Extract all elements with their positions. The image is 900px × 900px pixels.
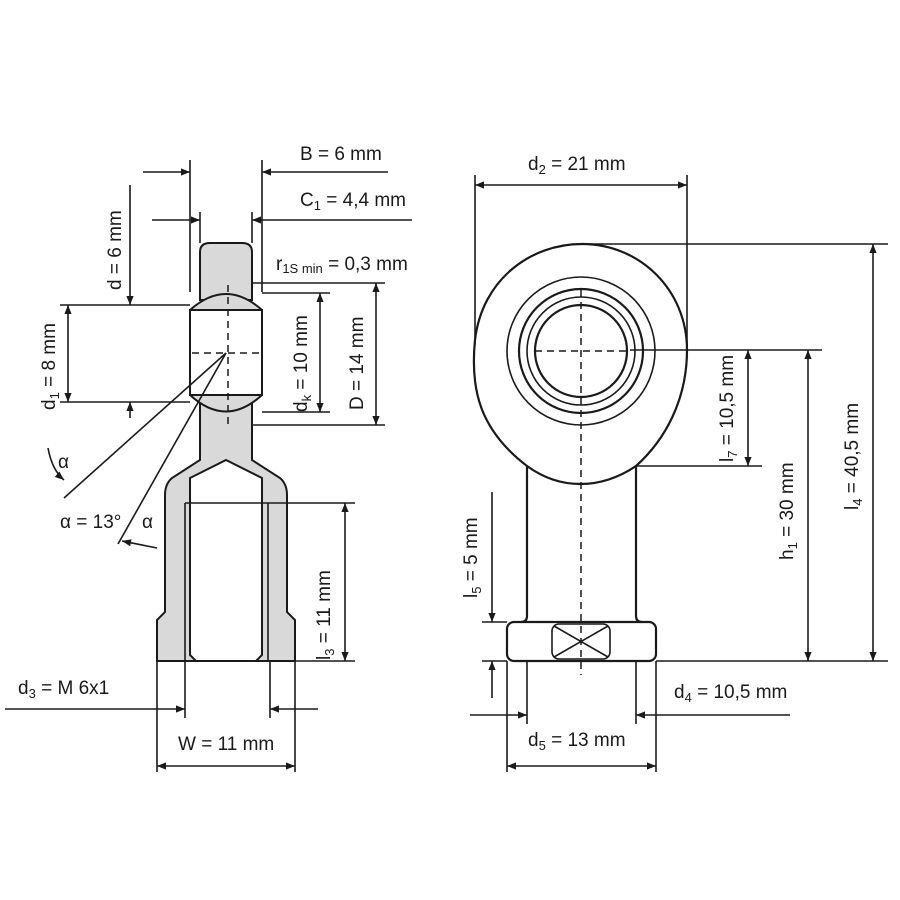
label-C1: C1 = 4,4 mm — [300, 190, 406, 213]
label-D: D = 14 mm — [347, 317, 368, 410]
front-view: d2 = 21 mm l7 = 10,5 mm h1 = 30 mm l4 = … — [461, 154, 888, 772]
label-d: d = 6 mm — [105, 210, 126, 290]
ball-bore — [189, 309, 263, 396]
label-r1s-min: r1S min = 0,3 mm — [276, 254, 408, 276]
label-d2: d2 = 21 mm — [528, 154, 626, 177]
label-B: B = 6 mm — [300, 144, 382, 165]
housing-knob — [199, 242, 253, 301]
label-alpha-2: α — [142, 512, 153, 533]
label-l7: l7 = 10,5 mm — [717, 355, 740, 462]
label-alpha: α — [58, 452, 69, 473]
label-l4: l4 = 40,5 mm — [842, 403, 865, 510]
label-d1: d1 = 8 mm — [39, 323, 62, 410]
label-W: W = 11 mm — [178, 734, 274, 755]
label-l5: l5 = 5 mm — [461, 517, 484, 598]
label-l3: l3 = 11 mm — [314, 570, 337, 660]
thread-bore — [189, 458, 263, 662]
side-view: B = 6 mm C1 = 4,4 mm r1S min = 0,3 mm d … — [5, 144, 412, 772]
label-h1: h1 = 30 mm — [777, 462, 800, 560]
label-d5: d5 = 13 mm — [528, 730, 626, 753]
eye-outline — [472, 242, 689, 486]
label-d4: d4 = 10,5 mm — [674, 682, 787, 705]
label-alpha-value: α = 13° — [60, 512, 121, 533]
label-dk: dk = 10 mm — [291, 315, 314, 412]
label-d3: d3 = M 6x1 — [18, 678, 109, 701]
wrench-flat — [551, 623, 611, 660]
hex-nut — [505, 620, 658, 663]
